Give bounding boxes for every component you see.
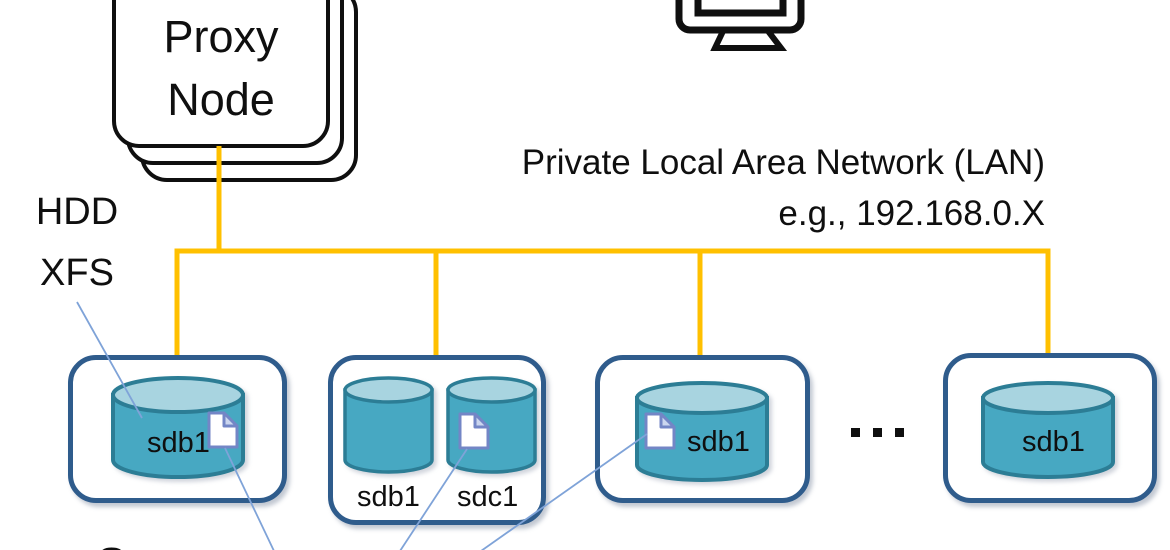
disk-type-label: HDD XFS [18,182,136,304]
disk-label-node2-sdb1: sdb1 [357,481,420,513]
partial-bottom-text: S [96,537,127,550]
disk-label-node3-sdb1: sdb1 [687,426,750,458]
disk-cylinder-node2-sdb1 [343,376,434,474]
disk-type-label-line1: HDD [35,191,119,233]
lan-label: Private Local Area Network (LAN) e.g., 1… [522,137,1045,239]
proxy-node-box [112,0,330,148]
document-icon-node2 [458,412,490,450]
lan-label-line2: e.g., 192.168.0.X [778,194,1045,233]
monitor-icon [675,0,805,51]
disk-type-label-line2: XFS [40,252,114,294]
ellipsis-dot [851,428,860,437]
ellipsis-dot [873,428,882,437]
disk-cylinder-node3-sdb1 [635,381,769,482]
lan-label-line1: Private Local Area Network (LAN) [521,143,1045,182]
proxy-node-label-line1: Proxy [163,11,279,62]
proxy-node-label-line2: Node [167,74,275,125]
ellipsis-dot [895,428,904,437]
document-icon-node3 [644,412,676,450]
document-icon-node1 [207,411,239,449]
disk-label-node4-sdb1: sdb1 [1022,426,1085,458]
ellipsis-dots: ... [851,424,917,442]
disk-cylinder-node4-sdb1 [981,381,1115,479]
proxy-node-label: Proxy Node [112,5,330,131]
disk-label-node1-sdb1: sdb1 [147,427,210,459]
disk-label-node2-sdc1: sdc1 [457,481,519,513]
